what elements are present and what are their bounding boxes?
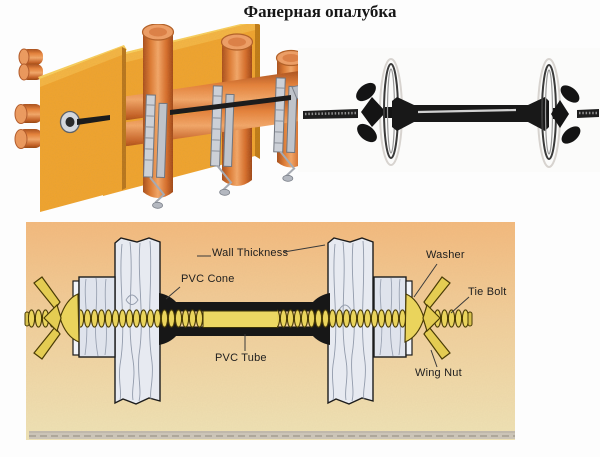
threaded-rod-right — [577, 109, 599, 118]
threaded-rod-left — [303, 109, 358, 119]
diagram-footer-strip — [29, 431, 515, 439]
label-pvc-cone: PVC Cone — [181, 273, 235, 285]
leader-lines — [165, 244, 470, 368]
tie-bolt-assembly-photo — [298, 48, 600, 172]
label-tie-bolt: Tie Bolt — [468, 286, 507, 298]
wing-nut-left — [33, 276, 80, 360]
plywood-formwork-illustration — [14, 24, 312, 212]
wing-nut-left-photo — [356, 82, 397, 143]
log-clamps — [143, 77, 298, 209]
label-pvc-tube: PVC Tube — [215, 352, 267, 364]
label-wing-nut: Wing Nut — [415, 367, 462, 379]
wing-nut-right-photo — [551, 85, 581, 144]
page-title: Фанерная опалубка — [243, 2, 397, 21]
plywood-panel-front — [38, 45, 127, 212]
tie-bolt-center-photo — [392, 97, 549, 131]
log-stubs — [14, 48, 43, 149]
label-washer: Washer — [426, 249, 465, 261]
label-wall-thickness: Wall Thickness — [212, 247, 289, 259]
wing-nut-right — [404, 276, 451, 360]
tie-system-cross-section — [24, 222, 515, 440]
